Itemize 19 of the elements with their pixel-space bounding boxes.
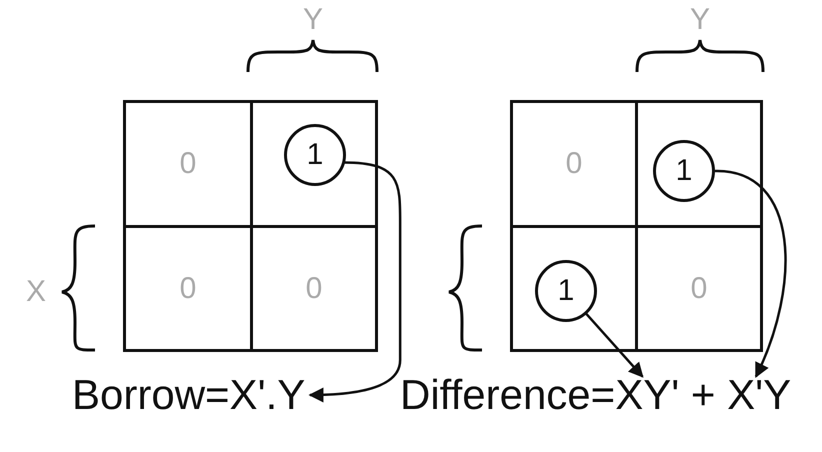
variable-label: X [24, 274, 47, 310]
circled-digit: 1 [284, 124, 346, 186]
map-cell [635, 100, 763, 228]
arrow [714, 170, 787, 378]
variable-label: Y [302, 2, 324, 38]
arrow [308, 161, 402, 402]
circled-digit: 1 [535, 260, 597, 322]
circled-digit: 1 [653, 140, 715, 202]
arrow [584, 312, 644, 378]
map-cell: 0 [635, 225, 763, 352]
map-cell: 0 [250, 225, 378, 352]
map-cell [250, 100, 378, 228]
map-cell: 0 [123, 225, 253, 352]
map-cell: 0 [510, 100, 638, 228]
expression-text: Borrow=X'.Y [72, 372, 306, 418]
map-cell [510, 225, 638, 352]
map-cell: 0 [123, 100, 253, 228]
expression-text: Difference=XY' + X'Y [400, 372, 792, 418]
variable-label: Y [688, 2, 711, 38]
